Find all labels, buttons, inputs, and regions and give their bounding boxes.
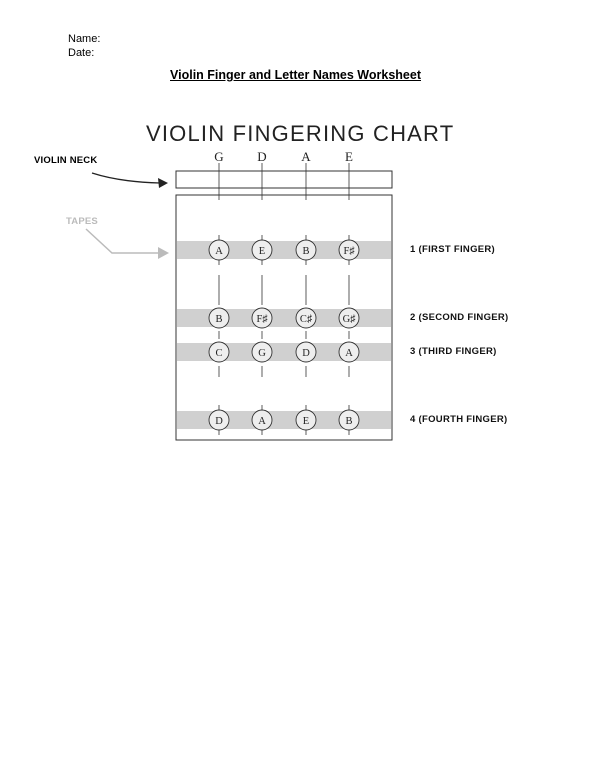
note-label: D: [302, 348, 310, 359]
note-circle-shape: [251, 239, 273, 261]
note-circle-shape: [208, 341, 230, 363]
note-circle-shape: [338, 409, 360, 431]
note-circle-shape: [208, 409, 230, 431]
strings-layer: [218, 163, 350, 435]
note-circle-shape: [338, 239, 360, 261]
note-circle-shape: [251, 409, 273, 431]
string-letter-e: E: [345, 149, 353, 164]
note-circle: E: [251, 239, 273, 261]
note-label: B: [345, 416, 352, 427]
note-circle-shape: [295, 409, 317, 431]
neck-box: [175, 170, 393, 189]
notes-layer: A E B F♯ B F♯ C♯ G♯ C G D A D A E B: [208, 239, 360, 431]
note-label: G: [258, 348, 266, 359]
note-circle-shape: [338, 341, 360, 363]
tapes-arrow-head: [158, 247, 169, 259]
fingerboard-box: [175, 194, 393, 441]
note-circle-shape: [338, 307, 360, 329]
note-circle: G♯: [338, 307, 360, 329]
tape-1: [177, 241, 391, 259]
note-label: D: [215, 416, 223, 427]
note-label: B: [302, 246, 309, 257]
note-label: G♯: [343, 314, 356, 325]
note-circle: B: [338, 409, 360, 431]
note-label: E: [259, 246, 265, 257]
note-circle: A: [338, 341, 360, 363]
note-circle: C: [208, 341, 230, 363]
tape-4: [177, 411, 391, 429]
finger-label-3: 3 (THIRD FINGER): [410, 346, 497, 357]
note-circle-shape: [251, 341, 273, 363]
note-label: E: [303, 416, 309, 427]
note-circle-shape: [295, 307, 317, 329]
date-label: Date:: [68, 47, 95, 59]
chart-title: VIOLIN FINGERING CHART: [146, 121, 455, 146]
note-circle: F♯: [251, 307, 273, 329]
note-label: C♯: [300, 314, 312, 325]
tape-3: [177, 343, 391, 361]
note-circle: D: [295, 341, 317, 363]
note-label: B: [215, 314, 222, 325]
tape-2: [177, 309, 391, 327]
string-letter-d: D: [257, 149, 267, 164]
note-label: C: [215, 348, 222, 359]
note-label: F♯: [256, 314, 267, 325]
note-circle-shape: [295, 239, 317, 261]
note-circle: B: [295, 239, 317, 261]
note-circle-shape: [208, 307, 230, 329]
note-circle: E: [295, 409, 317, 431]
note-circle: C♯: [295, 307, 317, 329]
note-label: A: [258, 416, 266, 427]
note-circle-shape: [251, 307, 273, 329]
finger-label-1: 1 (FIRST FINGER): [410, 244, 496, 255]
tapes-arrow: [85, 228, 160, 254]
finger-label-2: 2 (SECOND FINGER): [410, 312, 509, 323]
note-label: A: [345, 348, 353, 359]
neck-arrow: [91, 172, 161, 184]
neck-arrow-head: [158, 178, 168, 188]
violin-neck-label: VIOLIN NECK: [34, 155, 98, 166]
tapes-layer: [177, 241, 391, 429]
string-letter-g: G: [214, 149, 224, 164]
note-circle: G: [251, 341, 273, 363]
note-circle: D: [208, 409, 230, 431]
finger-label-4: 4 (FOURTH FINGER): [410, 414, 508, 425]
note-circle-shape: [208, 239, 230, 261]
tapes-label: TAPES: [66, 216, 98, 227]
note-circle: A: [251, 409, 273, 431]
note-label: F♯: [343, 246, 354, 257]
name-label: Name:: [68, 33, 101, 45]
note-circle: F♯: [338, 239, 360, 261]
note-circle: A: [208, 239, 230, 261]
note-circle: B: [208, 307, 230, 329]
note-circle-shape: [295, 341, 317, 363]
note-label: A: [215, 246, 223, 257]
worksheet-title: Violin Finger and Letter Names Worksheet: [170, 68, 421, 82]
string-letter-a: A: [301, 149, 311, 164]
